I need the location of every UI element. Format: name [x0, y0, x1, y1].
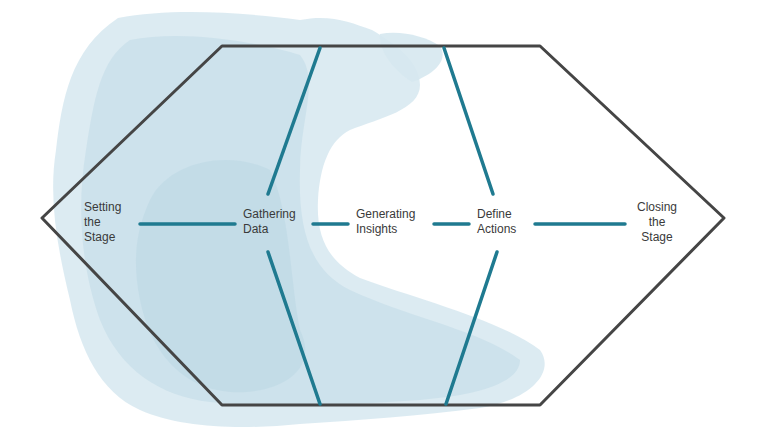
phase-node: Generating Insights: [355, 205, 427, 239]
phase-label: Define Actions: [477, 207, 527, 237]
divider-stroke: [268, 252, 320, 404]
phase-node: Closing the Stage: [632, 198, 682, 247]
hexagon-outline: [42, 46, 724, 405]
phase-node: Define Actions: [476, 205, 528, 239]
flow-dash: [140, 222, 235, 226]
blob-wash: [53, 12, 545, 427]
phase-label: Closing the Stage: [633, 200, 681, 245]
divider-stroke: [268, 48, 320, 194]
phase-node: Gathering Data: [242, 205, 306, 239]
blob-wash: [81, 36, 520, 405]
flow-dash: [434, 222, 469, 226]
phase-node: Setting the Stage: [83, 198, 133, 247]
blob-wash: [136, 160, 305, 392]
phase-label: Generating Insights: [356, 207, 426, 237]
flow-dash: [535, 222, 625, 226]
divider-stroke: [446, 252, 497, 404]
blob-wash: [380, 33, 443, 82]
phase-label: Setting the Stage: [84, 200, 132, 245]
phase-dividers: [268, 48, 497, 404]
divider-stroke: [444, 48, 493, 194]
watercolor-blob: [53, 12, 545, 427]
phase-label: Gathering Data: [243, 207, 305, 237]
flow-dash: [313, 222, 348, 226]
